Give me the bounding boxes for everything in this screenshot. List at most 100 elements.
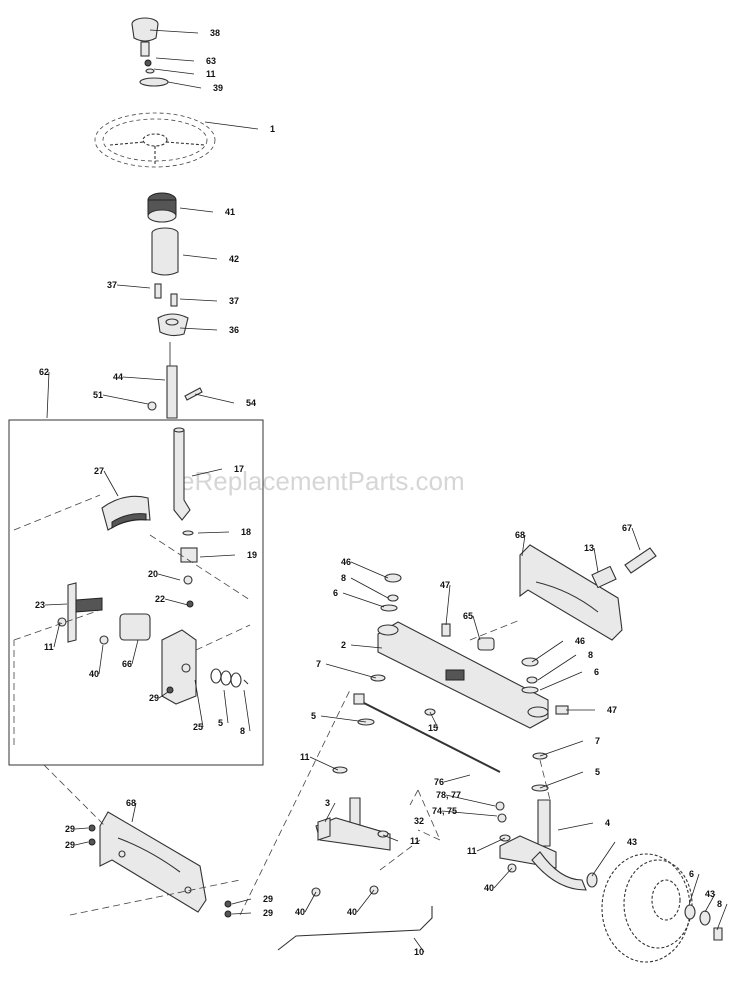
bolts-29 bbox=[88, 824, 232, 918]
callout-label: 23 bbox=[35, 600, 45, 610]
callout-leader bbox=[591, 841, 616, 877]
callout-c-29c: 29 bbox=[65, 840, 89, 850]
column-bearing bbox=[147, 192, 177, 223]
callout-label: 17 bbox=[234, 464, 244, 474]
callout-c-65: 65 bbox=[463, 611, 481, 641]
callout-c-6b: 6 bbox=[539, 667, 599, 691]
spindle-right bbox=[499, 799, 587, 891]
callout-label: 25 bbox=[193, 722, 203, 732]
callout-label: 40 bbox=[484, 883, 494, 893]
callout-c-67: 67 bbox=[622, 523, 641, 551]
callout-c-27: 27 bbox=[94, 466, 119, 497]
drag-link bbox=[277, 906, 433, 951]
callout-label: 40 bbox=[295, 907, 305, 917]
callout-c-37a: 37 bbox=[107, 280, 151, 290]
callout-label: 5 bbox=[595, 767, 600, 777]
callout-label: 11 bbox=[206, 69, 216, 79]
callout-leader bbox=[631, 527, 641, 551]
callout-label: 11 bbox=[300, 752, 310, 762]
front-wheel bbox=[601, 853, 693, 963]
callout-label: 68 bbox=[126, 798, 136, 808]
callout-c-39: 39 bbox=[167, 81, 223, 93]
callout-label: 38 bbox=[210, 28, 220, 38]
callout-label: 11 bbox=[410, 836, 420, 846]
callout-c-68b: 68 bbox=[126, 798, 137, 823]
callout-label: 63 bbox=[206, 56, 216, 66]
callout-label: 62 bbox=[39, 367, 49, 377]
callout-leader bbox=[688, 873, 700, 906]
callout-c-3: 3 bbox=[324, 798, 336, 823]
callout-c-36: 36 bbox=[179, 325, 239, 335]
callout-leader bbox=[46, 371, 50, 419]
callout-label: 29 bbox=[263, 894, 273, 904]
callout-c-6c: 6 bbox=[688, 869, 700, 906]
callout-label: 5 bbox=[218, 718, 223, 728]
callout-leader bbox=[204, 121, 259, 130]
callout-c-40c: 40 bbox=[295, 891, 317, 917]
callout-label: 5 bbox=[311, 711, 316, 721]
callout-c-40b: 40 bbox=[484, 867, 513, 893]
callout-label: 7 bbox=[316, 659, 321, 669]
callout-label: 11 bbox=[467, 846, 477, 856]
callout-leader bbox=[531, 640, 564, 663]
callout-leader bbox=[179, 327, 218, 331]
callout-leader bbox=[179, 207, 214, 213]
callout-label: 29 bbox=[65, 824, 75, 834]
callout-c-41: 41 bbox=[179, 207, 235, 217]
callout-leader bbox=[493, 867, 513, 889]
wheel-hardware bbox=[586, 872, 723, 941]
callout-leader bbox=[158, 691, 169, 699]
callout-c-63: 63 bbox=[155, 56, 216, 66]
callout-c-7b: 7 bbox=[539, 736, 600, 757]
callout-leader bbox=[153, 68, 195, 75]
callout-leader bbox=[382, 834, 399, 842]
guide-lines-right bbox=[379, 619, 551, 871]
front-axle bbox=[377, 621, 549, 729]
screw-29 bbox=[166, 686, 174, 694]
callout-leader bbox=[74, 827, 89, 830]
callout-label: 46 bbox=[575, 636, 585, 646]
callout-c-4: 4 bbox=[557, 818, 610, 831]
callout-leader bbox=[716, 903, 728, 931]
callout-c-23: 23 bbox=[35, 600, 68, 610]
callout-c-5a: 5 bbox=[218, 689, 229, 728]
callout-c-18: 18 bbox=[197, 527, 251, 537]
callout-c-76: 76 bbox=[434, 774, 471, 787]
watermark: eReplacementParts.com bbox=[180, 466, 465, 496]
callout-leader bbox=[539, 671, 583, 691]
callout-label: 18 bbox=[241, 527, 251, 537]
callout-c-11c: 11 bbox=[300, 752, 339, 771]
callout-leader bbox=[149, 29, 199, 34]
callout-c-42: 42 bbox=[182, 254, 239, 264]
callout-leader bbox=[704, 893, 716, 913]
callout-label: 76 bbox=[434, 777, 444, 787]
spacer-13 bbox=[591, 565, 617, 589]
callout-c-1: 1 bbox=[204, 121, 275, 134]
callout-label: 29 bbox=[263, 908, 273, 918]
callout-label: 2 bbox=[341, 640, 346, 650]
callout-label: 39 bbox=[213, 83, 223, 93]
callout-label: 6 bbox=[594, 667, 599, 677]
callout-label: 11 bbox=[44, 642, 54, 652]
callout-leader bbox=[223, 689, 229, 724]
callout-label: 8 bbox=[240, 726, 245, 736]
callout-label: 46 bbox=[341, 557, 351, 567]
callout-label: 13 bbox=[584, 543, 594, 553]
callout-c-38: 38 bbox=[149, 28, 220, 38]
callout-leader bbox=[194, 393, 235, 404]
callout-leader bbox=[131, 639, 139, 665]
callout-leader bbox=[197, 531, 230, 534]
callout-c-74-75: 74, 75 bbox=[432, 806, 498, 817]
callout-label: 78, 77 bbox=[436, 790, 461, 800]
callout-c-20: 20 bbox=[148, 569, 181, 581]
callout-label: 36 bbox=[229, 325, 239, 335]
callout-label: 47 bbox=[440, 580, 450, 590]
callout-label: 68 bbox=[515, 530, 525, 540]
callout-leader bbox=[199, 554, 236, 558]
callout-c-8d: 8 bbox=[716, 899, 728, 931]
callout-label: 42 bbox=[229, 254, 239, 264]
pivot-shaft bbox=[57, 582, 103, 643]
callout-leader bbox=[44, 603, 68, 606]
steering-wheel bbox=[94, 112, 216, 168]
callout-label: 44 bbox=[113, 372, 123, 382]
